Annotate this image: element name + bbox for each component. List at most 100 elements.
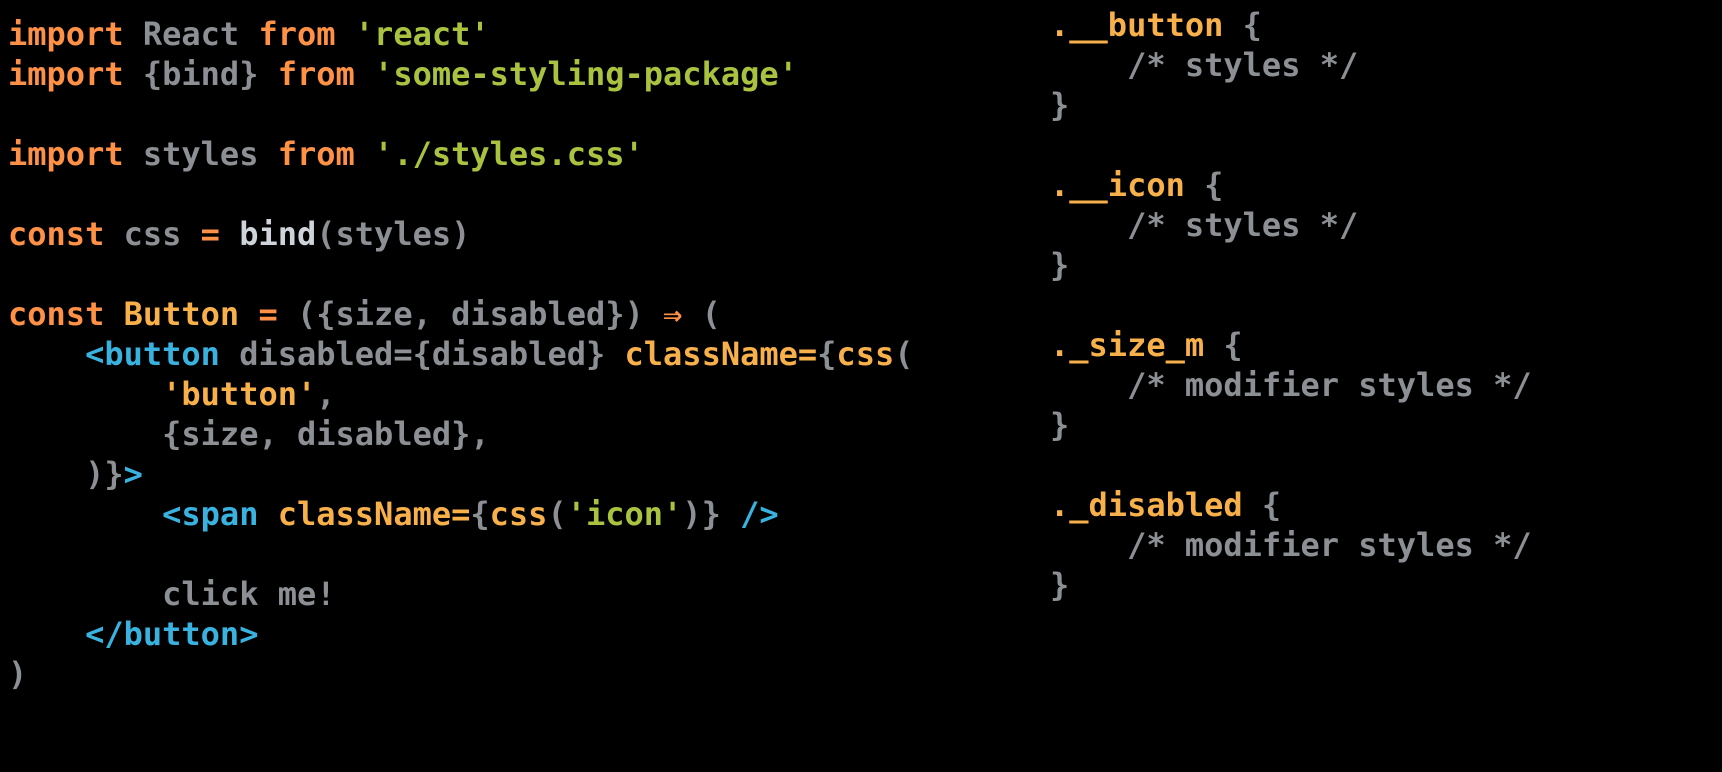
code-token: )} — [682, 495, 741, 533]
code-line — [8, 254, 913, 294]
code-token: = — [200, 215, 220, 253]
code-token: className — [277, 495, 452, 533]
code-token: > — [123, 455, 143, 493]
code-token — [336, 15, 355, 53]
code-line: } — [1050, 245, 1532, 285]
code-token — [8, 495, 162, 533]
code-token: /* modifier styles */ — [1050, 366, 1532, 404]
code-token: <button — [85, 335, 220, 373]
code-token — [104, 295, 123, 333]
code-token — [355, 55, 374, 93]
code-token: (styles) — [316, 215, 471, 253]
code-token: ._size_m — [1050, 326, 1205, 364]
code-token: import — [8, 55, 124, 93]
code-token: const — [8, 295, 105, 333]
code-line: /* styles */ — [1050, 205, 1532, 245]
code-token: .__icon — [1050, 166, 1185, 204]
code-token: 'icon' — [566, 495, 683, 533]
code-line: <button disabled={disabled} className={c… — [8, 334, 913, 374]
css-code-panel: .__button { /* styles */} .__icon { /* s… — [1050, 5, 1532, 605]
code-line: import styles from './styles.css' — [8, 134, 913, 174]
code-line: {size, disabled}, — [8, 414, 913, 454]
code-token: <span — [162, 495, 259, 533]
code-token: ( — [547, 495, 567, 533]
code-token: /* styles */ — [1050, 206, 1359, 244]
code-token: 'react' — [354, 15, 490, 53]
code-line: ) — [8, 654, 913, 694]
code-line — [1050, 125, 1532, 165]
code-line: import {bind} from 'some-styling-package… — [8, 54, 913, 94]
code-token: click me! — [8, 575, 336, 613]
code-line: ._disabled { — [1050, 485, 1532, 525]
code-token: } — [1050, 406, 1070, 444]
code-line: const css = bind(styles) — [8, 214, 913, 254]
code-token: from — [277, 55, 355, 93]
code-token: = — [451, 495, 471, 533]
code-token: ._disabled — [1050, 486, 1243, 524]
code-line: 'button', — [8, 374, 913, 414]
code-line: click me! — [8, 574, 913, 614]
code-token: styles — [123, 135, 278, 173]
code-token — [8, 335, 85, 373]
code-token: /* modifier styles */ — [1050, 526, 1532, 564]
code-token: {bind} — [123, 55, 278, 93]
code-token: css — [836, 335, 895, 373]
code-token — [239, 295, 258, 333]
code-token: </button> — [85, 615, 259, 653]
code-token — [220, 215, 239, 253]
code-token: { — [817, 335, 837, 373]
code-token: = — [258, 295, 278, 333]
code-token: )} — [8, 455, 124, 493]
code-token: css — [104, 215, 201, 253]
code-token — [8, 375, 162, 413]
code-token: import — [8, 15, 124, 53]
code-line: /* modifier styles */ — [1050, 525, 1532, 565]
code-line: </button> — [8, 614, 913, 654]
code-token — [8, 615, 85, 653]
code-token: } — [1050, 566, 1070, 604]
code-token: ⇒ — [663, 295, 683, 333]
code-token: Button — [123, 295, 240, 333]
code-token: ) — [8, 655, 28, 693]
code-token: bind — [239, 215, 317, 253]
code-token: from — [258, 15, 336, 53]
code-token: import — [8, 135, 124, 173]
code-line — [8, 94, 913, 134]
code-line — [8, 534, 913, 574]
code-line: const Button = ({size, disabled}) ⇒ ( — [8, 294, 913, 334]
code-token: const — [8, 215, 105, 253]
code-line: .__button { — [1050, 5, 1532, 45]
code-token: /> — [740, 495, 779, 533]
code-line: )}> — [8, 454, 913, 494]
code-token: disabled={disabled} — [219, 335, 625, 373]
code-token: { — [1204, 326, 1243, 364]
code-token: , — [316, 375, 336, 413]
code-line: } — [1050, 85, 1532, 125]
code-token: ( — [682, 295, 721, 333]
code-line: /* styles */ — [1050, 45, 1532, 85]
code-line: } — [1050, 405, 1532, 445]
code-line: import React from 'react' — [8, 14, 913, 54]
code-token: from — [277, 135, 355, 173]
code-line — [1050, 285, 1532, 325]
code-line: } — [1050, 565, 1532, 605]
code-token: ({size, disabled}) — [277, 295, 664, 333]
code-line: ._size_m { — [1050, 325, 1532, 365]
code-token: className — [624, 335, 798, 373]
code-token: } — [1050, 86, 1070, 124]
code-line — [8, 174, 913, 214]
code-line: /* modifier styles */ — [1050, 365, 1532, 405]
code-line: <span className={css('icon')} /> — [8, 494, 913, 534]
code-token: './styles.css' — [374, 135, 644, 173]
code-token: { — [1242, 486, 1282, 524]
code-token: css — [489, 495, 548, 533]
code-token: { — [1223, 6, 1262, 44]
code-token: React — [123, 15, 259, 53]
code-token: {size, disabled}, — [8, 415, 490, 453]
code-line: .__icon { — [1050, 165, 1532, 205]
code-token: { — [470, 495, 490, 533]
code-token: 'button' — [162, 375, 317, 413]
jsx-code-panel: import React from 'react'import {bind} f… — [8, 14, 913, 694]
code-token: = — [797, 335, 818, 373]
code-token: ( — [894, 335, 914, 373]
